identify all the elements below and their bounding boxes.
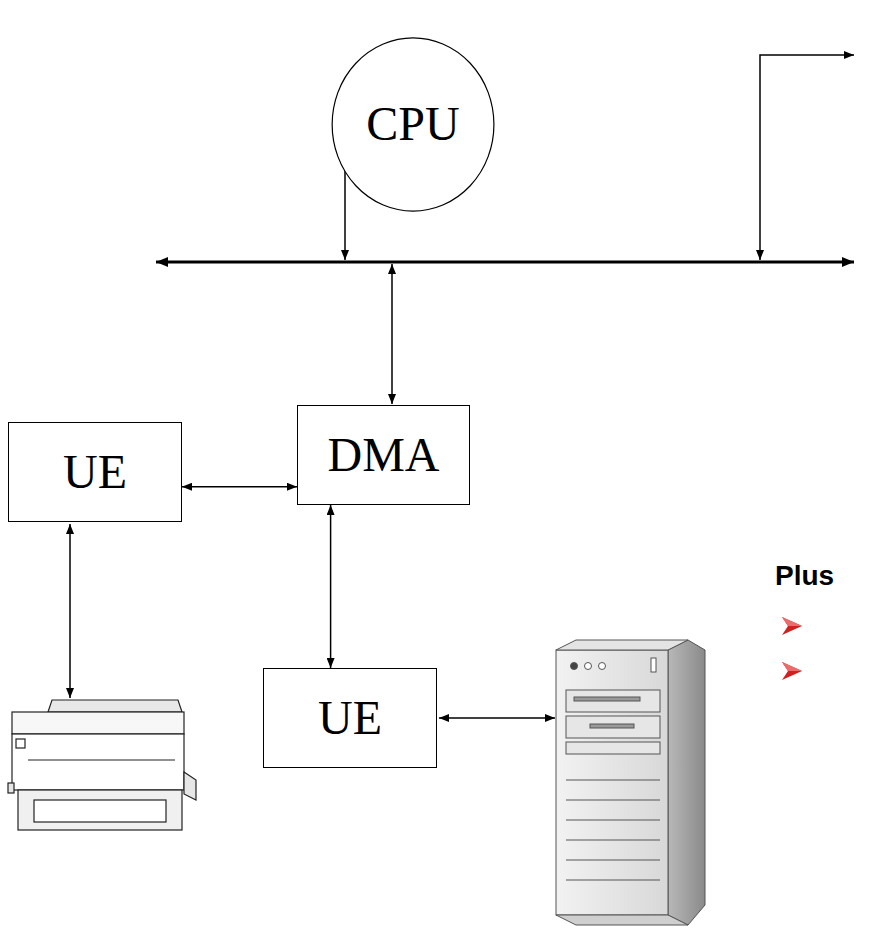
cpu-circle: CPU [331,37,495,212]
dma-box: DMA [297,405,470,505]
node-label: UE [63,446,127,499]
connector-arrow [330,505,332,668]
connector-arrow [182,486,297,488]
interface-box: UE [263,668,437,768]
node-label: CPU [366,98,459,151]
interface-box: UE [8,422,182,522]
side-heading: Plus [775,560,834,592]
node-label: DMA [327,429,439,482]
node-label: UE [318,692,382,745]
